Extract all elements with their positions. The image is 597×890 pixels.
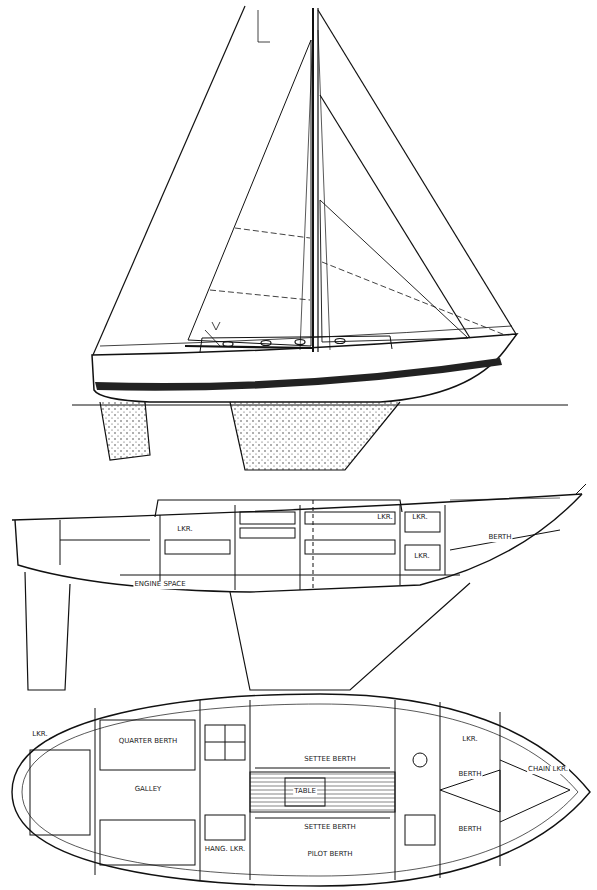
rudder xyxy=(100,402,150,460)
quarter-berth xyxy=(100,720,195,770)
part-label: BERTH xyxy=(457,771,482,779)
shower xyxy=(405,815,435,845)
cabin-house xyxy=(155,500,402,517)
cabinet xyxy=(305,512,395,524)
mainsail xyxy=(188,40,311,346)
sheer xyxy=(12,494,582,520)
cabin-house xyxy=(200,336,392,352)
part-label: HANG. LKR. xyxy=(204,846,247,854)
part-label: CHAIN LKR. xyxy=(527,766,569,774)
cockpit-sole xyxy=(60,540,150,541)
sheet xyxy=(322,262,505,335)
cabin-sole xyxy=(120,575,460,576)
bulkhead xyxy=(400,505,401,585)
part-label: PILOT BERTH xyxy=(306,851,353,859)
backstay xyxy=(93,6,245,355)
bulkhead xyxy=(445,505,446,575)
mast xyxy=(312,8,314,352)
porthole xyxy=(295,340,305,345)
cabin-sole xyxy=(250,772,395,812)
bulkhead xyxy=(95,708,96,875)
mainsheet xyxy=(212,322,220,330)
counter xyxy=(165,540,230,554)
reef-line xyxy=(235,228,310,238)
cockpit xyxy=(30,750,90,835)
mast xyxy=(317,8,318,352)
part-label: LKR. xyxy=(176,526,193,534)
boom xyxy=(185,346,312,348)
staysail xyxy=(320,200,468,342)
head xyxy=(405,545,440,570)
lifeline xyxy=(100,326,512,346)
flag-halyard xyxy=(258,10,259,42)
bulkhead xyxy=(160,515,161,585)
part-label: BERTH xyxy=(457,826,482,834)
nav-desk xyxy=(205,815,245,840)
galley-stove xyxy=(205,725,245,760)
part-label: LKR. xyxy=(461,736,478,744)
deck-outline xyxy=(12,694,590,886)
settee xyxy=(255,818,390,819)
part-label: SETTEE BERTH xyxy=(303,756,357,764)
part-label: TABLE xyxy=(293,788,317,796)
inner-forestay xyxy=(320,95,470,338)
locker xyxy=(405,512,440,532)
part-label: LKR. xyxy=(31,731,48,739)
mast-step xyxy=(313,500,314,590)
keel xyxy=(230,583,470,690)
bow-pulpit xyxy=(575,484,586,495)
inboard-profile xyxy=(12,484,586,690)
shroud xyxy=(318,30,330,350)
v-berth xyxy=(500,760,570,822)
part-label: ENGINE SPACE xyxy=(133,581,186,589)
galley-stove xyxy=(205,742,245,743)
forestay xyxy=(318,10,516,334)
v-berth xyxy=(450,530,560,550)
part-label: LKR. xyxy=(411,514,428,522)
porthole xyxy=(223,342,233,347)
deck-hatch xyxy=(450,498,560,500)
bulkhead xyxy=(300,505,301,590)
part-label: BERTH xyxy=(487,534,512,542)
part-label: GALLEY xyxy=(134,786,163,794)
accommodation-plan xyxy=(12,694,590,886)
sail-plan xyxy=(72,6,568,470)
table xyxy=(285,778,325,806)
bulkhead xyxy=(235,505,236,590)
reef-line xyxy=(210,290,310,300)
part-label: QUARTER BERTH xyxy=(118,738,179,746)
boot-stripe xyxy=(95,358,502,391)
part-label: LKR. xyxy=(413,553,430,561)
porthole xyxy=(261,341,271,346)
part-label: LKR. xyxy=(376,514,393,522)
part-label: SETTEE BERTH xyxy=(303,824,357,832)
bulkhead xyxy=(200,700,201,880)
hull-inner xyxy=(22,704,578,876)
locker xyxy=(100,820,195,865)
rudder xyxy=(25,572,70,690)
keel xyxy=(230,402,400,470)
hull-bottom xyxy=(15,494,582,592)
cabinet xyxy=(240,512,295,524)
waterline xyxy=(72,405,568,406)
flag-halyard xyxy=(258,42,270,43)
v-berth-filler xyxy=(440,770,500,812)
settee xyxy=(305,540,395,554)
cabinet xyxy=(240,528,295,538)
cockpit xyxy=(60,520,61,565)
settee xyxy=(255,768,390,769)
porthole xyxy=(335,339,345,344)
toilet xyxy=(413,753,427,767)
